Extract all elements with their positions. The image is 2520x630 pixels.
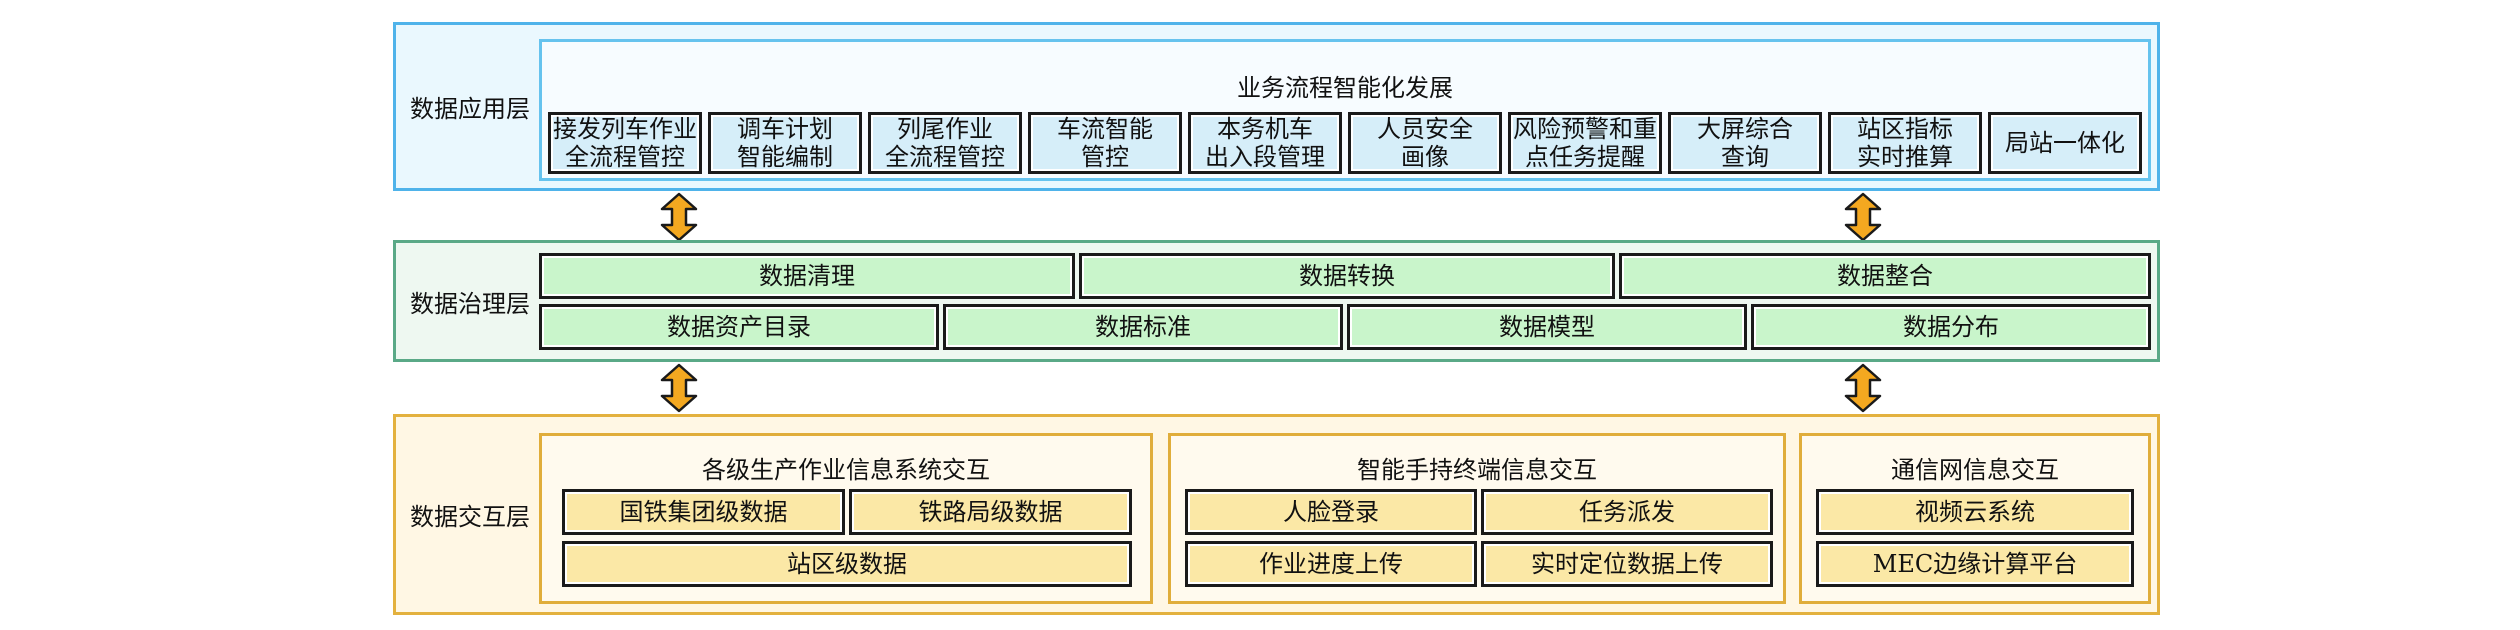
handheld-terminal-title: 智能手持终端信息交互 xyxy=(1357,456,1597,484)
int-item-national-group: 国铁集团级数据 xyxy=(562,489,845,535)
int-item-railway-bureau: 铁路局级数据 xyxy=(849,489,1132,535)
data-governance-layer: 数据治理层 数据清理 数据转换 数据整合 数据资产目录 数据标准 数据模型 数据… xyxy=(393,240,2160,362)
data-application-layer-label: 数据应用层 xyxy=(410,95,530,123)
app-item-shunting-plan: 调车计划 智能编制 xyxy=(708,112,862,174)
app-item-train-dispatch: 接发列车作业 全流程管控 xyxy=(548,112,702,174)
app-item-personnel-safety: 人员安全 画像 xyxy=(1348,112,1502,174)
app-item-station-index: 站区指标 实时推算 xyxy=(1828,112,1982,174)
communication-network-panel: 通信网信息交互 视频云系统 MEC边缘计算平台 xyxy=(1799,433,2151,604)
gov-item-cleaning: 数据清理 xyxy=(539,253,1075,299)
int-item-progress-upload: 作业进度上传 xyxy=(1185,541,1477,587)
handheld-terminal-panel: 智能手持终端信息交互 人脸登录 任务派发 作业进度上传 实时定位数据上传 xyxy=(1168,433,1786,604)
int-item-face-login: 人脸登录 xyxy=(1185,489,1477,535)
production-system-title: 各级生产作业信息系统交互 xyxy=(702,456,990,484)
data-application-layer: 数据应用层 业务流程智能化发展 接发列车作业 全流程管控 调车计划 智能编制 列… xyxy=(393,22,2160,191)
app-item-risk-warning: 风险预警和重 点任务提醒 xyxy=(1508,112,1662,174)
business-process-title: 业务流程智能化发展 xyxy=(1237,74,1453,102)
data-interaction-layer: 数据交互层 各级生产作业信息系统交互 国铁集团级数据 铁路局级数据 站区级数据 … xyxy=(393,414,2160,615)
business-process-panel: 业务流程智能化发展 接发列车作业 全流程管控 调车计划 智能编制 列尾作业 全流… xyxy=(539,39,2151,181)
int-item-task-dispatch: 任务派发 xyxy=(1481,489,1773,535)
gov-item-conversion: 数据转换 xyxy=(1079,253,1615,299)
app-item-car-flow: 车流智能 管控 xyxy=(1028,112,1182,174)
production-system-panel: 各级生产作业信息系统交互 国铁集团级数据 铁路局级数据 站区级数据 xyxy=(539,433,1153,604)
app-item-locomotive: 本务机车 出入段管理 xyxy=(1188,112,1342,174)
int-item-video-cloud: 视频云系统 xyxy=(1816,489,2134,535)
double-arrow-icon xyxy=(660,363,698,413)
gov-item-standard: 数据标准 xyxy=(943,304,1343,350)
data-interaction-layer-label: 数据交互层 xyxy=(410,503,530,531)
gov-item-model: 数据模型 xyxy=(1347,304,1747,350)
double-arrow-icon xyxy=(660,192,698,242)
data-governance-layer-label: 数据治理层 xyxy=(410,289,530,318)
app-item-train-tail: 列尾作业 全流程管控 xyxy=(868,112,1022,174)
int-item-station-area: 站区级数据 xyxy=(562,541,1132,587)
double-arrow-icon xyxy=(1844,192,1882,242)
app-item-screen-query: 大屏综合 查询 xyxy=(1668,112,1822,174)
double-arrow-icon xyxy=(1844,363,1882,413)
int-item-location-upload: 实时定位数据上传 xyxy=(1481,541,1773,587)
communication-network-title: 通信网信息交互 xyxy=(1891,456,2059,484)
gov-item-integration: 数据整合 xyxy=(1619,253,2151,299)
app-item-bureau-station: 局站一体化 xyxy=(1988,112,2142,174)
gov-item-asset-catalog: 数据资产目录 xyxy=(539,304,939,350)
int-item-mec-platform: MEC边缘计算平台 xyxy=(1816,541,2134,587)
gov-item-distribution: 数据分布 xyxy=(1751,304,2151,350)
